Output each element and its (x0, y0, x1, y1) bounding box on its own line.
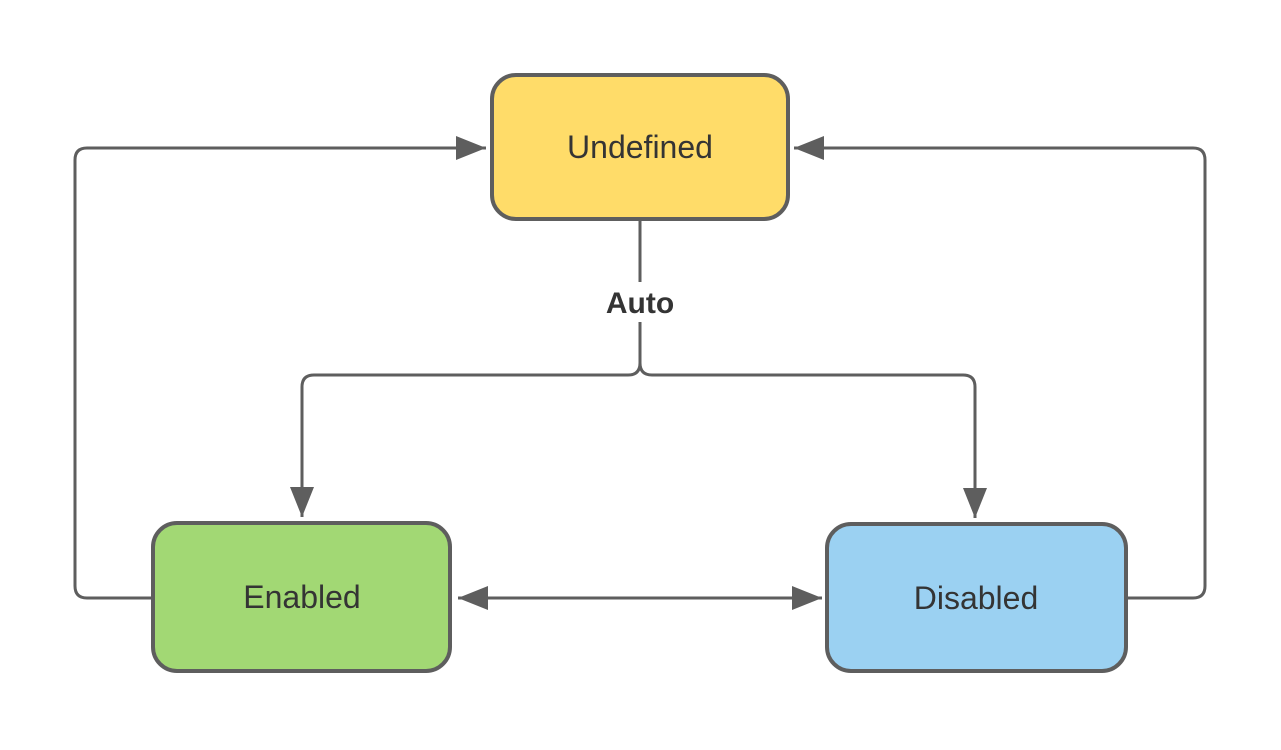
node-enabled-label: Enabled (243, 579, 360, 615)
node-disabled-label: Disabled (914, 580, 1039, 616)
node-undefined: Undefined (490, 73, 790, 221)
node-undefined-label: Undefined (567, 129, 713, 165)
node-undefined-box (490, 73, 790, 221)
node-disabled-box (825, 522, 1128, 673)
node-disabled: Disabled (825, 522, 1128, 673)
auto-edge-label: Auto (606, 287, 674, 320)
node-enabled-box (151, 521, 452, 673)
edge-undefined-to-enabled (290, 322, 642, 517)
edge-disabled-to-undefined (794, 136, 1207, 600)
node-enabled: Enabled (151, 521, 452, 673)
edge-enabled-to-undefined (73, 136, 486, 600)
edge-undefined-to-disabled (638, 322, 987, 518)
